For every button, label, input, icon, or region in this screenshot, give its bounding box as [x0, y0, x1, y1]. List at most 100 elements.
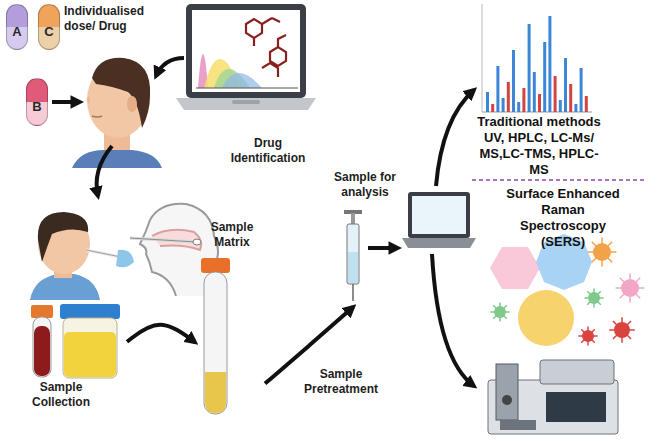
raman-spectrometer [500, 420, 536, 430]
spectrum-chart [496, 66, 499, 112]
spectrum-chart [574, 104, 577, 112]
urine-container [60, 304, 120, 319]
laptop-screen [232, 100, 260, 104]
divider-line [472, 179, 646, 181]
flow-arrow [432, 254, 474, 386]
flow-arrow [127, 325, 195, 343]
blood-tube [31, 305, 53, 377]
illustration-part [578, 326, 597, 345]
laptop-screen [192, 10, 300, 92]
spectrum-chart [482, 4, 592, 112]
flow-arrow [52, 100, 80, 104]
spectrum-chart [533, 72, 536, 112]
capsule-letter: B [27, 99, 47, 115]
patient-head [92, 116, 102, 117]
spectrum-chart [569, 84, 572, 112]
annotation-label: Individualised dose/ Drug [64, 4, 156, 33]
spectrum-chart [512, 50, 515, 112]
spectrum-chart [543, 42, 546, 112]
drug-capsule: C [38, 4, 60, 50]
laptop-screen [176, 4, 316, 110]
spectrum-chart [507, 82, 510, 112]
illustration-part [584, 288, 603, 307]
analysis-laptop [408, 192, 470, 238]
syringe [351, 213, 355, 225]
node-caption: Sample for analysis [332, 170, 398, 199]
raman-spectrometer [496, 364, 518, 420]
edge-label: Sample Pretreatment [296, 366, 386, 397]
sample-tube [204, 272, 227, 414]
spectrum-chart [548, 16, 551, 112]
blood-tube [34, 326, 50, 376]
analysis-laptop [402, 192, 476, 248]
node-caption: Traditional methods UV, HPLC, LC-Ms/ MS,… [472, 114, 606, 177]
raman-spectrometer [540, 360, 614, 384]
illustration-part [593, 243, 611, 261]
spectrum-chart [559, 100, 562, 112]
capsule-letter: A [7, 24, 27, 40]
illustration-part [588, 238, 617, 267]
laptop-screen [196, 88, 298, 89]
patient-head [127, 96, 137, 112]
sers-particles [518, 290, 574, 346]
drug-capsule: B [26, 78, 48, 126]
blood-tube [31, 305, 53, 318]
illustration-part [588, 292, 600, 304]
node-caption: Sample Collection [15, 380, 107, 409]
spectrum-chart [580, 68, 583, 112]
illustration-part [609, 317, 635, 343]
syringe [344, 210, 362, 301]
patient-head [72, 58, 162, 168]
syringe [352, 284, 354, 301]
nasal-cross-section [193, 239, 201, 245]
nasal-cross-section [130, 238, 196, 242]
capsule-letter: C [39, 24, 59, 40]
flow-arrow [368, 248, 398, 249]
sample-matrix-panel: Sample Matrix [195, 218, 265, 425]
flow-arrow [52, 102, 80, 103]
illustration-part [616, 274, 645, 303]
divider-line [472, 180, 646, 181]
nasal-cross-section [130, 238, 196, 242]
urine-container [64, 332, 116, 377]
swab-person [116, 250, 134, 268]
spectrum-chart [517, 102, 520, 112]
illustration-part [582, 330, 594, 342]
syringe [348, 252, 358, 283]
flow-arrow [432, 90, 474, 386]
analysis-laptop [402, 238, 476, 248]
illustration-part [490, 302, 509, 321]
node-caption: Sample Matrix [201, 220, 263, 249]
spectrum-chart [528, 24, 531, 112]
spectrum-chart [585, 96, 588, 112]
raman-spectrometer [488, 360, 618, 434]
illustration-part [614, 322, 630, 338]
patient-head [72, 150, 162, 168]
sers-panel: Surface Enhanced Raman Spectroscopy (SER… [478, 184, 648, 350]
syringe [347, 224, 359, 284]
blood-tube [33, 317, 51, 377]
flow-arrow [97, 58, 184, 196]
patient-head [87, 96, 90, 104]
spectrum-chart [491, 104, 494, 112]
flow-arrow [156, 58, 184, 76]
raman-spectrometer [546, 392, 606, 422]
sample-tube [205, 372, 226, 413]
spectrum-chart [486, 92, 489, 112]
analysis-laptop [412, 196, 466, 234]
sers-particles [490, 247, 540, 289]
node-caption: Surface Enhanced Raman Spectroscopy (SER… [498, 186, 628, 249]
traditional-methods-panel: Traditional methods UV, HPLC, LC-Ms/ MS,… [468, 0, 610, 181]
drug-capsule: A [6, 4, 28, 50]
node-caption: Drug Identification [222, 136, 314, 165]
swab-person [30, 212, 134, 300]
spectrum-chart [522, 88, 525, 112]
laptop-screen [176, 98, 316, 110]
drug-identification-panel: Drug Identification [176, 0, 314, 176]
flow-arrow [368, 246, 398, 250]
spectrum-chart [502, 98, 505, 112]
laptop-screen [246, 18, 286, 77]
illustration-part [494, 306, 506, 318]
sample-analysis-panel: Sample for analysis [328, 170, 400, 307]
